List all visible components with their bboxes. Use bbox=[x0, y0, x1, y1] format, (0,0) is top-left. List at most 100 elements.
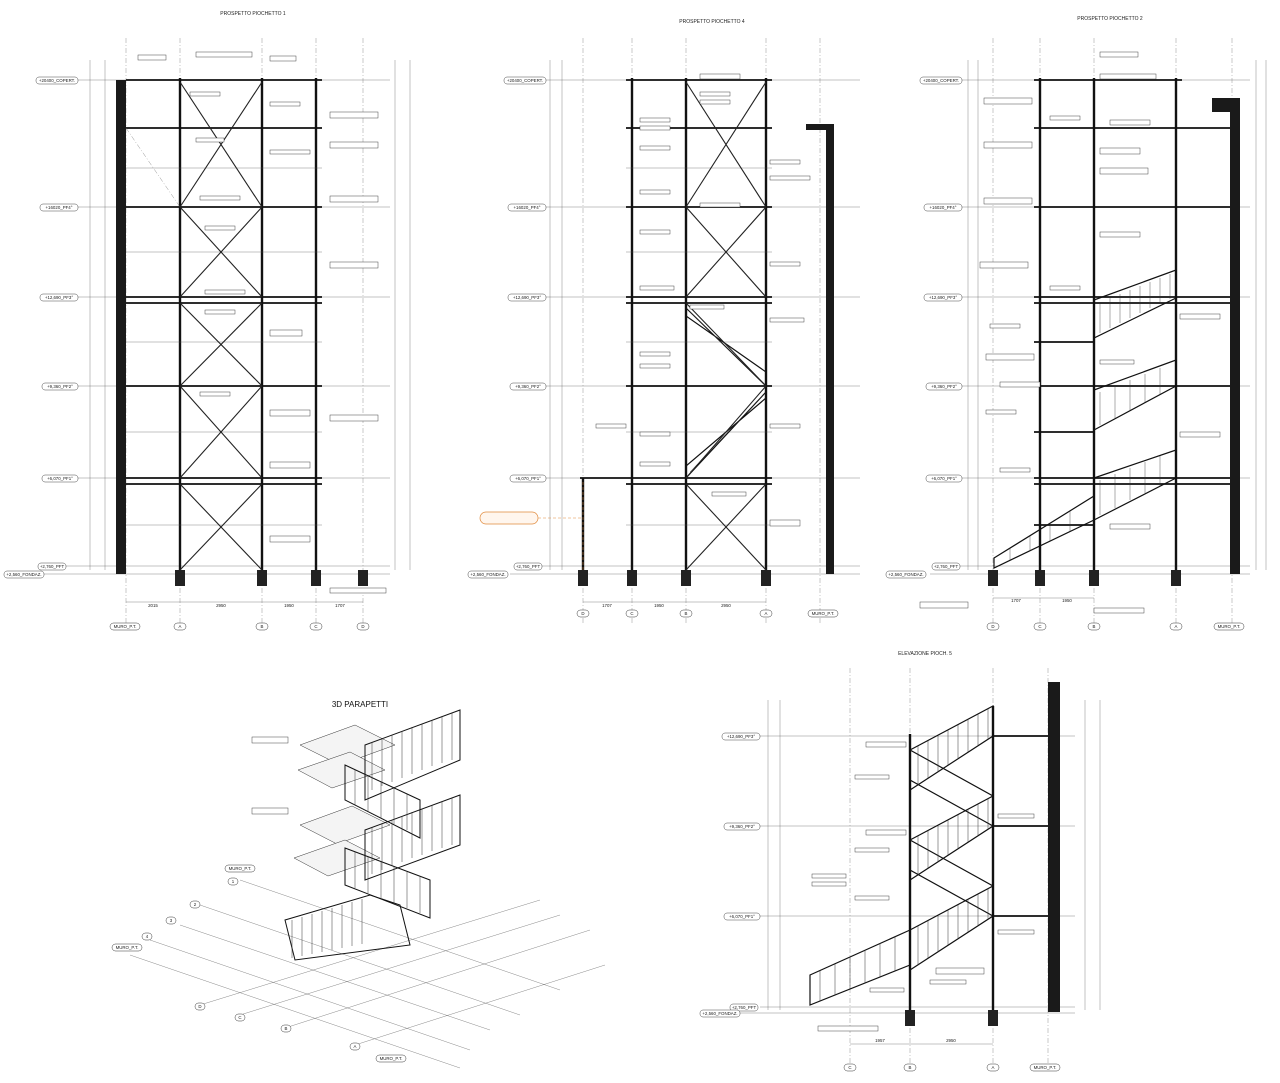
level-label: +2,560_FONDAZ. bbox=[702, 1011, 737, 1016]
level-label: +2,560_FONDAZ. bbox=[6, 572, 41, 577]
dimension: 2015 bbox=[148, 603, 158, 608]
landing-tag bbox=[251, 807, 289, 815]
isometric-gridlines bbox=[129, 879, 606, 1069]
elevation-2-gridlines bbox=[967, 38, 1267, 625]
dimension: 2950 bbox=[721, 603, 731, 608]
axis-label: C bbox=[630, 611, 633, 616]
axis-label: MURO_P.T. bbox=[812, 611, 835, 616]
axis-bubble bbox=[173, 622, 187, 631]
axis-bubble bbox=[309, 622, 323, 631]
elevation-4-beams bbox=[580, 79, 772, 526]
elevation-5-levels bbox=[740, 735, 1075, 1014]
axis-label: MURO_P.T. bbox=[380, 1056, 403, 1061]
level-label: +6,070_PF1° bbox=[47, 476, 73, 481]
level-tag bbox=[39, 203, 79, 212]
axis-label: C bbox=[238, 1015, 241, 1020]
level-tag bbox=[41, 382, 79, 391]
isometric-flights bbox=[284, 709, 461, 961]
elevation-1-braces bbox=[125, 81, 263, 571]
level-label: +2,760_PFT bbox=[934, 564, 959, 569]
level-tag bbox=[37, 562, 67, 571]
axis-label: A bbox=[354, 1044, 357, 1049]
elevation-1-gridlines bbox=[89, 38, 411, 625]
axis-label: A bbox=[992, 1065, 995, 1070]
level-tag bbox=[3, 570, 45, 579]
elevation-4-braces bbox=[685, 81, 767, 571]
elevation-5-title: ELEVAZIONE PIOCH. 5 bbox=[898, 651, 952, 657]
axis-label: C bbox=[314, 624, 317, 629]
axis-label: MURO_P.T. bbox=[1034, 1065, 1057, 1070]
masonry-wall bbox=[826, 126, 834, 574]
axis-label: B bbox=[261, 624, 264, 629]
elevation-1-beams bbox=[126, 79, 322, 526]
dimension: 2950 bbox=[946, 1038, 956, 1043]
level-label: +20400_COPERT. bbox=[923, 78, 959, 83]
dimension: 1950 bbox=[284, 603, 294, 608]
elevation-5: ELEVAZIONE PIOCH. 5 +12,690_PF3° +9,360_… bbox=[699, 651, 1101, 1072]
elevation-1: PROSPETTO PIOCHETTO 1 +20400_COPERT. +16 bbox=[3, 11, 411, 631]
level-label: +12,690_PF3° bbox=[727, 734, 755, 739]
level-tag bbox=[39, 293, 79, 302]
level-label: +20400_COPERT. bbox=[507, 78, 543, 83]
masonry-wall bbox=[1230, 100, 1240, 574]
axis-label: D bbox=[361, 624, 364, 629]
axis-label: C bbox=[848, 1065, 851, 1070]
axis-label: 4 bbox=[146, 934, 149, 939]
level-label: +12,690_PF3° bbox=[513, 295, 541, 300]
elevation-2-callouts bbox=[919, 51, 1221, 614]
axis-label: B bbox=[909, 1065, 912, 1070]
dimension: 1950 bbox=[1062, 598, 1072, 603]
level-label: +12,690_PF3° bbox=[45, 295, 73, 300]
dimension: 1950 bbox=[654, 603, 664, 608]
dimension: 1957 bbox=[875, 1038, 885, 1043]
elevation-2-stair-flights bbox=[993, 269, 1177, 569]
axis-label: MURO_P.T. bbox=[1218, 624, 1241, 629]
masonry-wall bbox=[1212, 98, 1240, 112]
axis-label: A bbox=[179, 624, 182, 629]
dimension: 1707 bbox=[602, 603, 612, 608]
isometric-parapets: 3D PARAPETTI MURO_P.T. 1 2 3 4 MURO_P.T.… bbox=[111, 700, 606, 1069]
masonry-wall bbox=[806, 124, 834, 130]
axis-label: 1 bbox=[232, 879, 235, 884]
level-label: +16020_PF4° bbox=[45, 205, 72, 210]
level-label: +2,760_PFT bbox=[40, 564, 65, 569]
elevation-2-footings bbox=[988, 570, 1181, 586]
elevation-1-title: PROSPETTO PIOCHETTO 1 bbox=[220, 11, 286, 17]
level-label: +9,360_PF2° bbox=[515, 384, 541, 389]
elevation-4-callouts bbox=[595, 73, 811, 527]
isometric-title: 3D PARAPETTI bbox=[332, 700, 388, 709]
axis-label: B bbox=[685, 611, 688, 616]
level-label: +12,690_PF3° bbox=[929, 295, 957, 300]
dimension: 1707 bbox=[1011, 598, 1021, 603]
elevation-2-title: PROSPETTO PIOCHETTO 2 bbox=[1077, 16, 1143, 22]
elevation-1-columns bbox=[178, 78, 318, 574]
level-label: +9,360_PF2° bbox=[47, 384, 73, 389]
elevation-4-title: PROSPETTO PIOCHETTO 4 bbox=[679, 19, 745, 25]
axis-label: 3 bbox=[170, 918, 173, 923]
level-label: +2,760_PFT bbox=[732, 1005, 757, 1010]
axis-label: B bbox=[285, 1026, 288, 1031]
elevation-5-stair-flights bbox=[809, 705, 994, 1006]
elevation-2-beams bbox=[1034, 79, 1230, 526]
axis-label: 2 bbox=[194, 902, 197, 907]
isometric-balusters bbox=[291, 713, 453, 958]
elevation-5-balusters bbox=[819, 709, 989, 1001]
landing-tag bbox=[251, 736, 289, 744]
dimension: 1707 bbox=[335, 603, 345, 608]
revision-cloud bbox=[479, 482, 584, 570]
elevation-4-stair-flights bbox=[685, 302, 767, 480]
axis-label: A bbox=[1175, 624, 1178, 629]
elevation-5-footings bbox=[905, 1010, 998, 1026]
level-tag bbox=[41, 474, 79, 483]
masonry-wall bbox=[1048, 682, 1060, 1012]
level-tag bbox=[35, 76, 79, 85]
axis-label: B bbox=[1093, 624, 1096, 629]
level-label: +2,560_FONDAZ. bbox=[888, 572, 923, 577]
axis-bubble bbox=[356, 622, 370, 631]
level-label: +9,360_PF2° bbox=[729, 824, 755, 829]
axis-label: A bbox=[765, 611, 768, 616]
elevation-1-callouts bbox=[137, 51, 387, 594]
dimension: 2950 bbox=[216, 603, 226, 608]
level-label: +20400_COPERT. bbox=[39, 78, 75, 83]
